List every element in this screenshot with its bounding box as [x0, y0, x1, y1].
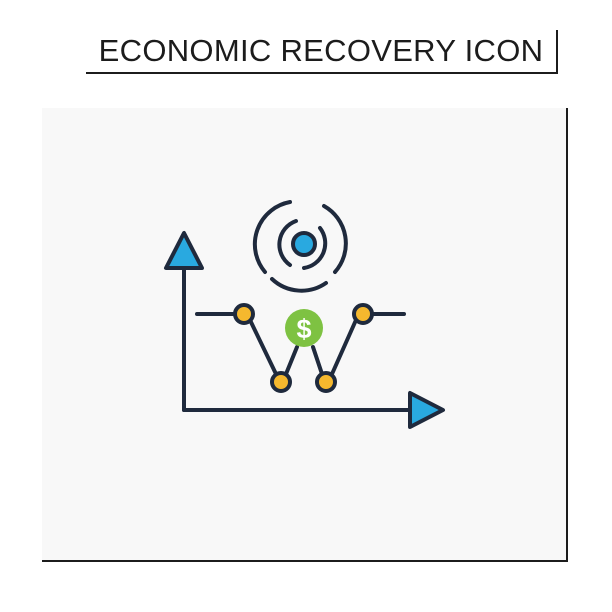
- currency-symbol: $: [296, 314, 311, 344]
- node-point: [233, 303, 255, 325]
- node-point: [315, 371, 337, 393]
- dollar-coin-icon: $: [285, 309, 323, 347]
- recovery-line: [195, 312, 406, 376]
- page-title: ECONOMIC RECOVERY ICON: [98, 33, 544, 68]
- node-point: [352, 303, 374, 325]
- title-banner: ECONOMIC RECOVERY ICON: [86, 30, 558, 74]
- target-icon: [252, 200, 348, 293]
- y-axis-arrow: [164, 231, 204, 412]
- node-point: [270, 371, 292, 393]
- x-axis-arrow: [182, 391, 445, 429]
- data-nodes: [233, 303, 374, 393]
